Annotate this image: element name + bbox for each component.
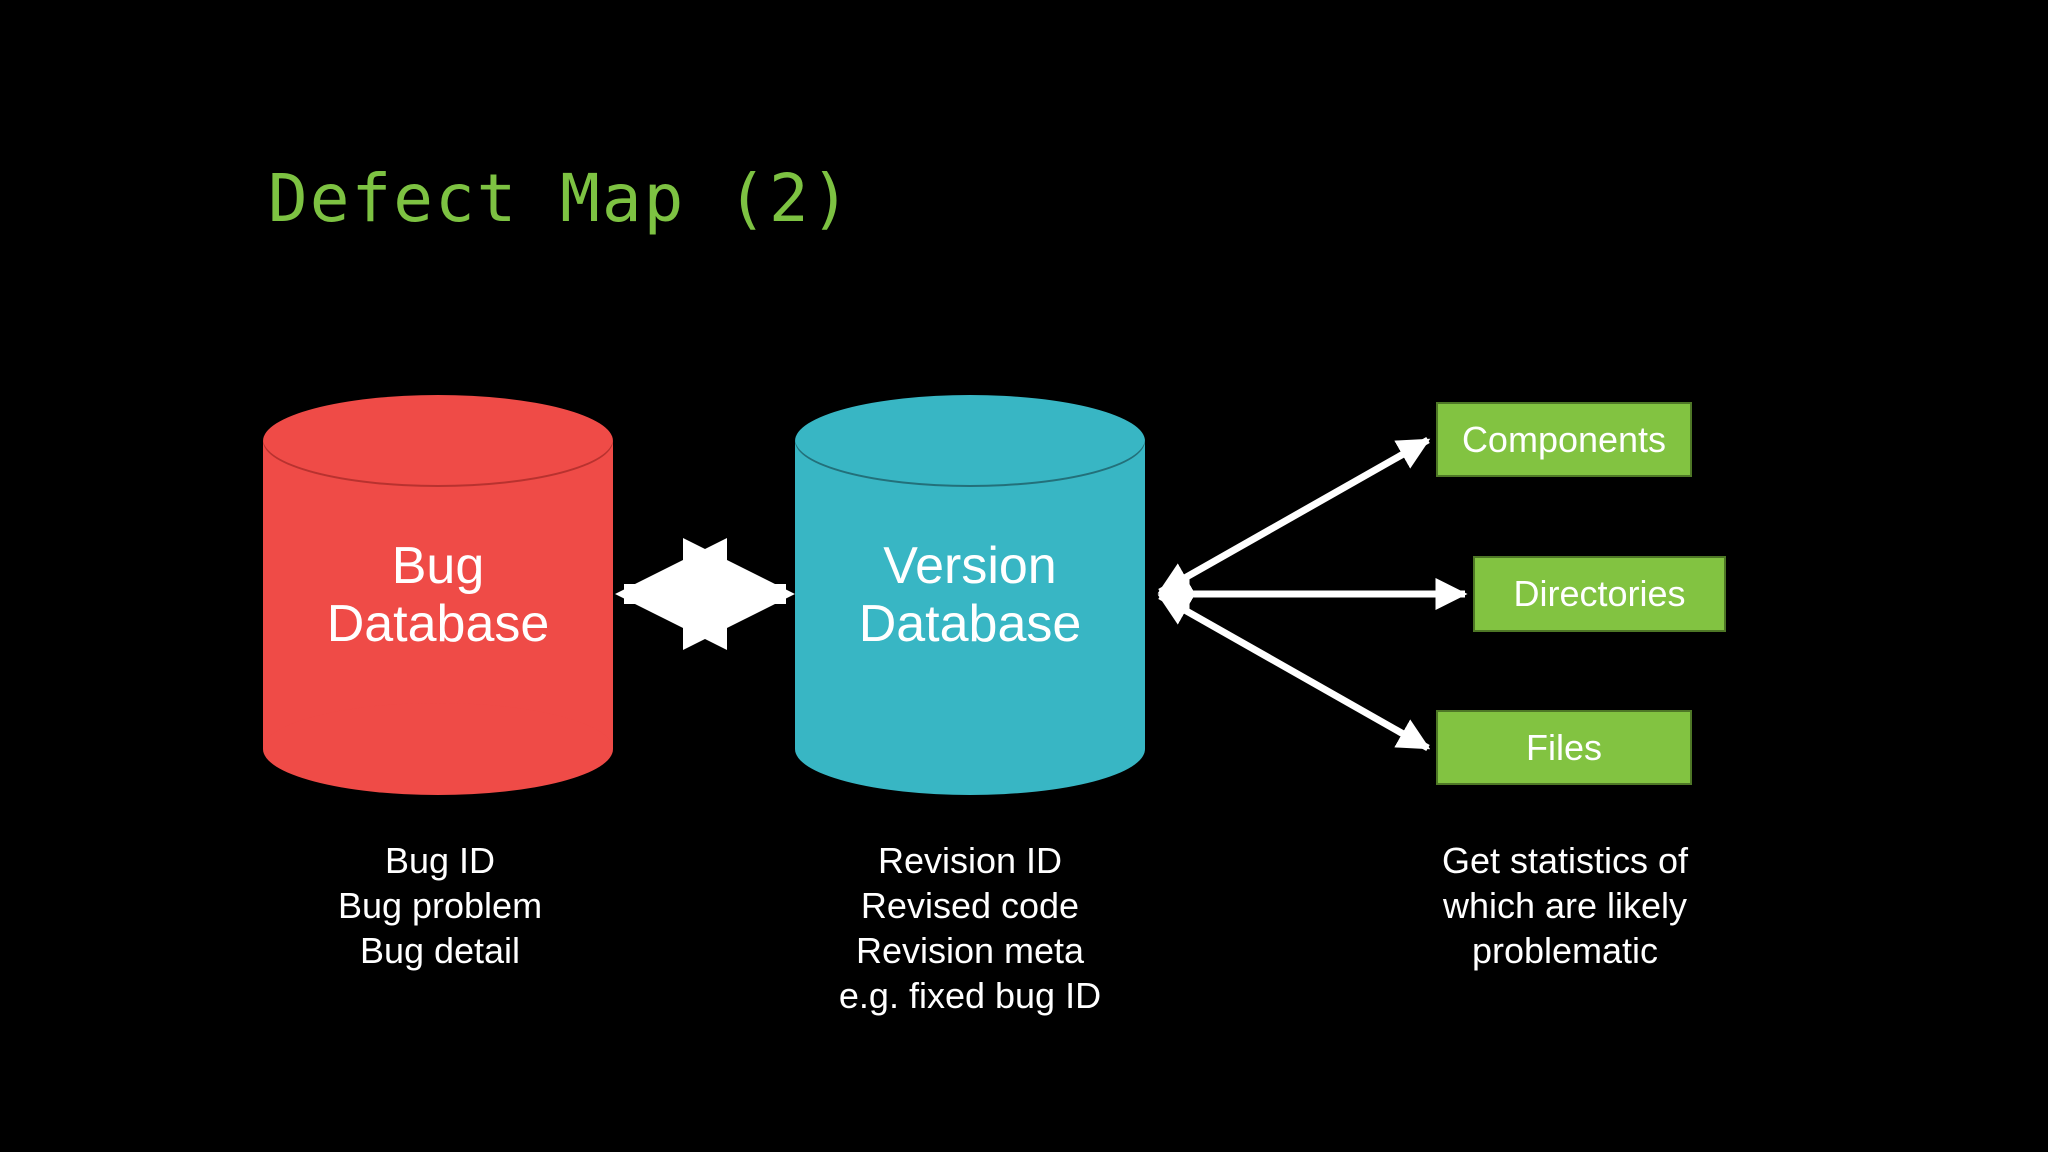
bug-database-cylinder[interactable]: Bug Database <box>263 395 613 795</box>
cylinder-bottom-ellipse <box>263 703 613 795</box>
cylinder-bottom-ellipse <box>795 703 1145 795</box>
page-title: Defect Map (2) <box>268 160 853 237</box>
bug-database-caption: Bug ID Bug problem Bug detail <box>337 840 543 971</box>
version-database-cylinder[interactable]: Version Database <box>795 395 1145 795</box>
cylinder-top-ellipse <box>263 395 613 487</box>
cylinder-body <box>263 441 613 749</box>
files-box-label: Files <box>1525 726 1602 768</box>
directories-box[interactable]: Directories <box>1473 556 1726 632</box>
arrow-version-to-components <box>1157 436 1431 596</box>
cylinder-body <box>795 441 1145 749</box>
arrow-version-to-files <box>1157 592 1431 752</box>
cylinder-top-ellipse <box>795 395 1145 487</box>
components-box[interactable]: Components <box>1436 402 1692 477</box>
files-box[interactable]: Files <box>1436 710 1692 785</box>
directories-box-label: Directories <box>1513 573 1686 614</box>
components-box-label: Components <box>1461 418 1667 460</box>
right-column-caption: Get statistics of which are likely probl… <box>1441 840 1689 971</box>
version-database-caption: Revision ID Revised code Revision meta e… <box>838 840 1102 1016</box>
